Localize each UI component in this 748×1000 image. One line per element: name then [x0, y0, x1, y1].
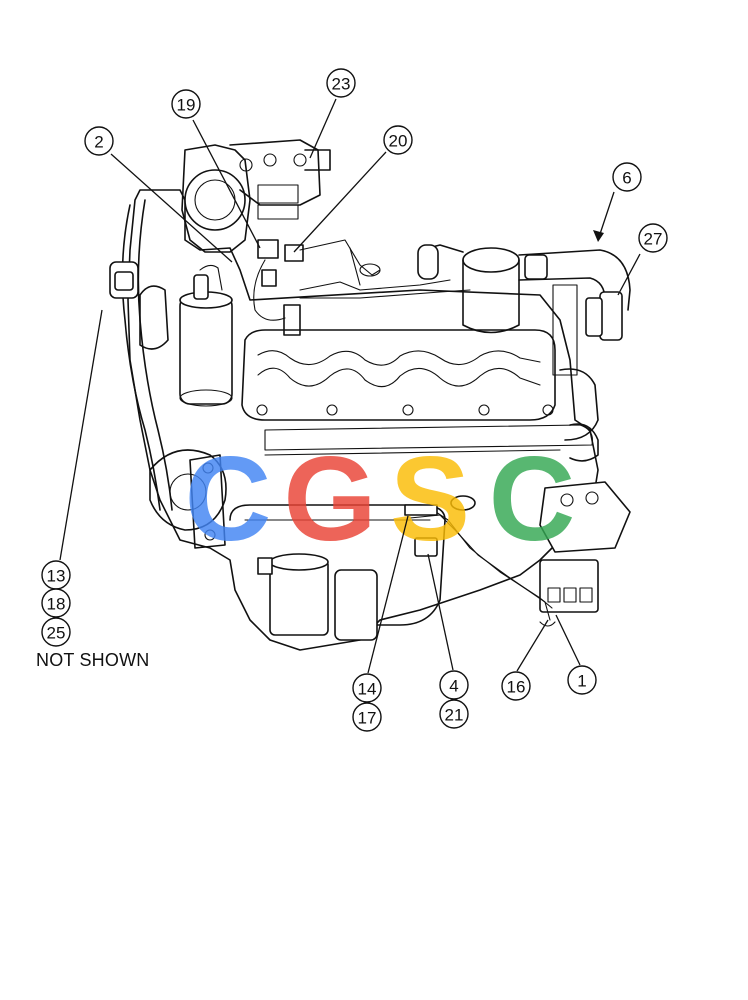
callout-1: 1 [567, 665, 597, 695]
callout-6: 6 [612, 162, 642, 192]
engine-drawing [109, 139, 631, 651]
callout-20: 20 [383, 125, 413, 155]
callout-25: 25 [41, 617, 71, 647]
callout-13: 13 [41, 560, 71, 590]
callout-label: 2 [94, 133, 103, 152]
callout-2: 2 [84, 126, 114, 156]
callout-17: 17 [352, 702, 382, 732]
not-shown-note: NOT SHOWN [36, 650, 150, 670]
callout-label: 21 [445, 706, 464, 725]
callout-label: 20 [389, 132, 408, 151]
callout-label: 23 [332, 75, 351, 94]
callout-label: 16 [507, 678, 526, 697]
leader-lines [59, 98, 641, 674]
callout-4: 4 [439, 670, 469, 700]
callout-16: 16 [501, 671, 531, 701]
callout-label: 13 [47, 567, 66, 586]
callout-label: 1 [577, 672, 586, 691]
watermark-letter-c1: C [185, 432, 272, 566]
callout-label: 27 [644, 230, 663, 249]
callout-label: 25 [47, 624, 66, 643]
callout-label: 14 [358, 680, 377, 699]
callout-21: 21 [439, 699, 469, 729]
watermark-letter-c2: C [489, 432, 576, 566]
watermark: C G S C [185, 432, 576, 566]
callout-19: 19 [171, 89, 201, 119]
callout-14: 14 [352, 673, 382, 703]
callout-label: 4 [449, 677, 458, 696]
watermark-letter-g: G [283, 432, 376, 566]
callout-23: 23 [326, 68, 356, 98]
callout-label: 19 [177, 96, 196, 115]
callout-label: 17 [358, 709, 377, 728]
callout-label: 18 [47, 595, 66, 614]
callout-18: 18 [41, 588, 71, 618]
watermark-letter-s: S [390, 432, 470, 566]
callout-27: 27 [638, 223, 668, 253]
callout-label: 6 [622, 169, 631, 188]
